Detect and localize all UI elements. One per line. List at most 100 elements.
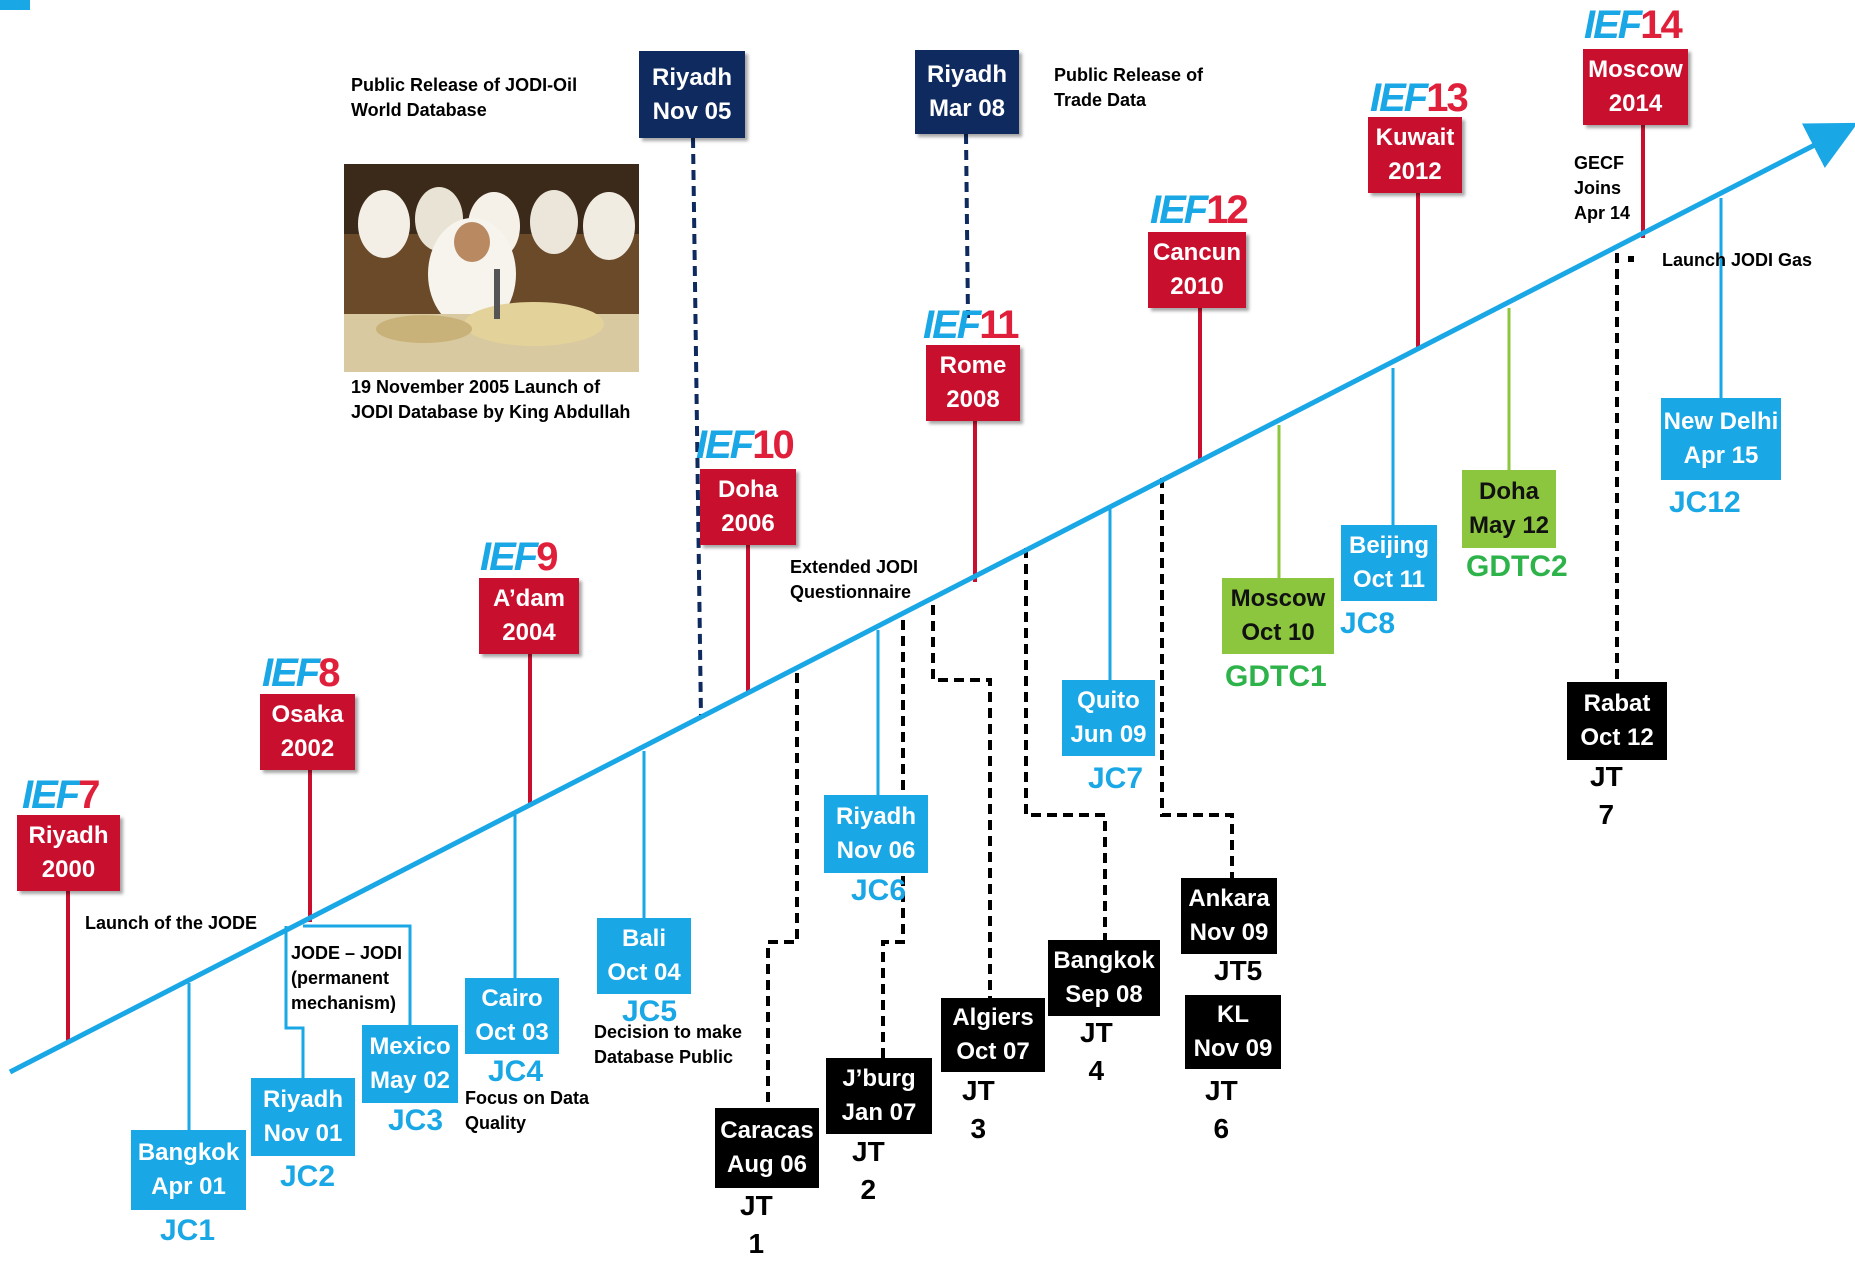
ief13-logo: IEF13: [1370, 78, 1469, 118]
jt1-box: Caracas Aug 06: [715, 1108, 819, 1188]
ief-city: Riyadh: [28, 822, 109, 849]
ief-label: IEF: [22, 773, 80, 817]
note-line: JODE – JODI: [291, 943, 403, 963]
ief-stems: [66, 125, 1645, 1042]
ief7-box: Riyadh 2000: [17, 815, 120, 891]
jc-date: Nov 01: [263, 1120, 343, 1147]
jt-date: Nov 09: [1193, 1035, 1273, 1062]
jc5-box: Bali Oct 04: [597, 918, 691, 994]
jt6-label: JT 6: [1205, 1072, 1238, 1148]
ief-number: 10: [752, 423, 794, 467]
ief-year: 2010: [1170, 273, 1224, 300]
note-line: Focus on Data: [465, 1088, 590, 1108]
note-line: (permanent: [291, 968, 390, 988]
jc3-stem: [303, 924, 412, 1025]
jt-city: J’burg: [842, 1065, 916, 1092]
jt5-stem: [1160, 478, 1234, 878]
jc12-box: New Delhi Apr 15: [1661, 398, 1781, 480]
jt-number: 6: [1213, 1113, 1230, 1144]
ief-city: A’dam: [492, 585, 566, 612]
ief10-logo: IEF10: [696, 423, 795, 467]
jt-number: 7: [1598, 799, 1615, 830]
note-line: Decision to make: [594, 1022, 743, 1042]
ief7-logo: IEF7: [22, 773, 101, 817]
jc2-label: JC2: [280, 1160, 336, 1193]
note-line: World Database: [351, 100, 487, 120]
jt-number: 2: [860, 1174, 877, 1205]
jt-code: JT: [740, 1190, 773, 1221]
jt-number: 3: [970, 1113, 987, 1144]
note-public-release-oil: Public Release of JODI-Oil World Databas…: [351, 73, 577, 123]
jc-city: Beijing: [1348, 532, 1429, 559]
timeline-axis: [8, 122, 1855, 1075]
jc12-label: JC12: [1669, 486, 1741, 519]
jc-date: Nov 06: [836, 837, 916, 864]
ief-number: 14: [1640, 3, 1682, 47]
jc-city: Riyadh: [835, 803, 916, 830]
jt-code: JT: [1080, 1017, 1113, 1048]
ief-city: Rome: [939, 352, 1007, 379]
release-riyadh-nov05-box: Riyadh Nov 05: [639, 51, 745, 138]
gdtc2-box: Doha May 12: [1462, 470, 1556, 548]
jc7-box: Quito Jun 09: [1062, 680, 1155, 756]
jc5-label: JC5: [622, 995, 678, 1028]
note-line: GECF: [1574, 153, 1625, 173]
note-public-release-trade: Public Release of Trade Data: [1054, 63, 1203, 113]
note-launch-jodi-gas: Launch JODI Gas: [1662, 250, 1813, 270]
jt-code: JT: [962, 1075, 995, 1106]
jc-city: Bangkok: [137, 1139, 240, 1166]
note-focus-quality: Focus on Data Quality: [465, 1086, 589, 1136]
jc-date: Jun 09: [1070, 721, 1147, 748]
jt2-box: J’burg Jan 07: [826, 1058, 932, 1134]
jt4-box: Bangkok Sep 08: [1048, 940, 1160, 1016]
jt-number: 4: [1088, 1055, 1105, 1086]
gdtc-date: May 12: [1468, 512, 1550, 539]
ief-year: 2008: [946, 386, 1000, 413]
jt-date: Sep 08: [1065, 981, 1143, 1008]
gdtc-stems: [1277, 308, 1511, 578]
ief-label: IEF: [1150, 188, 1208, 232]
jt6-box: KL Nov 09: [1185, 995, 1281, 1069]
jc-city: New Delhi: [1663, 408, 1779, 435]
ief-city: Moscow: [1588, 56, 1683, 83]
ief-label: IEF: [480, 535, 538, 579]
jt2-stem: [881, 620, 905, 1058]
ief-city: Kuwait: [1375, 124, 1455, 151]
note-line: mechanism): [291, 993, 397, 1013]
ief-number: 9: [536, 535, 558, 579]
jt7-box: Rabat Oct 12: [1567, 682, 1667, 760]
ief-number: 8: [318, 651, 340, 695]
jt-date: Oct 12: [1580, 724, 1654, 751]
jt-number: 1: [748, 1228, 765, 1259]
jt7-label: JT 7: [1590, 758, 1623, 834]
gdtc1-box: Moscow Oct 10: [1222, 578, 1334, 654]
jt5-box: Ankara Nov 09: [1181, 878, 1277, 954]
release-city: Riyadh: [926, 61, 1007, 88]
release-city: Riyadh: [651, 63, 732, 91]
note-line: Trade Data: [1054, 90, 1147, 110]
ief12-box: Cancun 2010: [1148, 232, 1246, 308]
gdtc-date: Oct 10: [1241, 619, 1315, 646]
note-photo-caption: 19 November 2005 Launch of JODI Database…: [351, 375, 630, 425]
jc-city: Bali: [621, 925, 666, 952]
jt3-label: JT 3: [962, 1072, 995, 1148]
jc-date: Oct 03: [475, 1019, 549, 1046]
jc3-box: Mexico May 02: [362, 1025, 458, 1103]
jc8-box: Beijing Oct 11: [1341, 525, 1437, 601]
note-line: Apr 14: [1574, 203, 1631, 223]
jc-city: Riyadh: [262, 1086, 343, 1113]
note-launch-jode: Launch of the JODE: [85, 913, 258, 933]
jt1-stem: [766, 673, 799, 1108]
ief-city: Cancun: [1152, 239, 1241, 266]
jc6-label: JC6: [851, 874, 907, 907]
jc6-box: Riyadh Nov 06: [824, 795, 928, 873]
note-line: Public Release of: [1054, 65, 1204, 85]
gdtc-city: Doha: [1479, 478, 1539, 505]
note-gecf-joins: GECF Joins Apr 14: [1574, 151, 1630, 226]
jt4-label: JT 4: [1080, 1014, 1113, 1090]
jt-city: Algiers: [952, 1004, 1034, 1031]
ief-label: IEF: [1584, 3, 1642, 47]
jc-city: Quito: [1077, 687, 1140, 714]
